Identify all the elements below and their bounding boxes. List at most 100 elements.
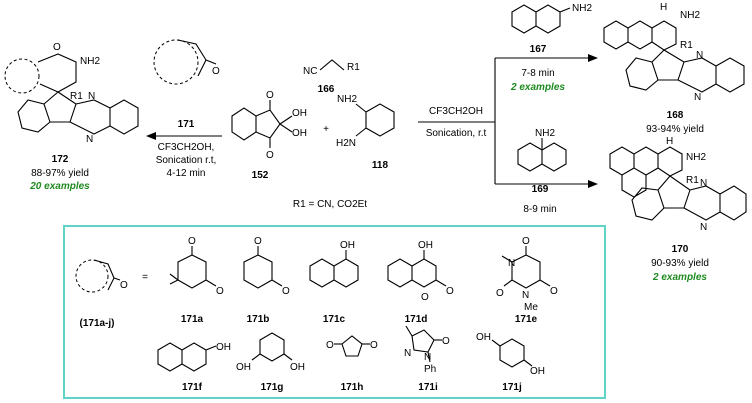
structure-171e-me: Me	[524, 302, 538, 313]
ninhydrin-o-top: O	[266, 90, 274, 101]
right-branched-arrow	[418, 54, 598, 188]
structure-171f: OH	[157, 342, 231, 372]
compound-167-id: 167	[530, 44, 547, 55]
legend-equals: =	[142, 272, 148, 283]
product-172-structure: O NH2 R1 N N	[4, 42, 139, 145]
n-label-bottom: N	[86, 134, 93, 145]
structure-171b-o2: O	[282, 286, 290, 297]
left-solvent: CF3CH2OH,	[158, 142, 215, 153]
product-168-n-bottom: N	[694, 92, 701, 103]
product-170-n-bottom: N	[700, 222, 707, 233]
product-170-nh: H	[666, 136, 673, 147]
legend-label-171e: 171e	[515, 314, 538, 325]
product-168-nh: H	[660, 2, 667, 13]
structure-171a-o1: O	[188, 236, 196, 247]
structure-171h-o2: O	[370, 340, 378, 351]
amine-167-structure: NH2	[511, 3, 592, 34]
structure-171i-n2: N	[424, 352, 431, 363]
structure-171d-o-ring: O	[421, 292, 429, 303]
product-168-n-top: N	[696, 50, 703, 61]
structure-171i-o: O	[442, 336, 450, 347]
diamine-nh2-label: NH2	[337, 94, 357, 105]
reagent-171-structure: O	[153, 39, 220, 85]
reagent-171-oxygen: O	[212, 66, 220, 77]
structure-171a: O O	[169, 236, 224, 297]
structure-171i-ph: Ph	[424, 364, 436, 375]
structure-171e: O O O N N Me	[496, 236, 558, 313]
legend-box	[63, 225, 606, 399]
structure-171i-n1: N	[404, 348, 411, 359]
structure-171e-o2: O	[550, 286, 558, 297]
amine-169-structure: NH2	[517, 128, 567, 172]
structure-171e-n1: N	[508, 258, 515, 269]
n-label-top: N	[88, 91, 95, 102]
legend-label-171i: 171i	[418, 382, 438, 393]
nitrile-r1-label: R1	[347, 62, 360, 73]
compound-168-id: 168	[667, 110, 684, 121]
legend-label-171b: 171b	[247, 314, 270, 325]
ring-oxygen-label: O	[53, 42, 61, 53]
structure-171g-oh2: OH	[290, 362, 305, 373]
right-condition: Sonication, r.t	[426, 128, 487, 139]
structure-171f-oh: OH	[216, 342, 231, 353]
compound-172-yield: 88-97% yield	[31, 168, 89, 179]
structure-171b-o1: O	[254, 236, 262, 247]
generic-ring	[4, 58, 40, 94]
compound-168-yield: 93-94% yield	[646, 124, 704, 135]
ninhydrin-oh-1: OH	[292, 108, 307, 119]
structure-171e-o3: O	[496, 288, 504, 299]
structure-171a-o2: O	[216, 286, 224, 297]
structure-171j-oh1: OH	[476, 332, 491, 343]
compound-172-examples: 20 examples	[29, 181, 90, 192]
legend-label-171d: 171d	[405, 314, 428, 325]
structure-171h-o1: O	[326, 340, 334, 351]
structure-171c-oh: OH	[340, 240, 355, 251]
structure-171e-n2: N	[522, 290, 529, 301]
amine-169-nh2: NH2	[535, 128, 555, 139]
structure-171j-oh2: OH	[530, 366, 545, 377]
reagent-171-id-arrow: 171	[178, 119, 195, 130]
legend-label-171j: 171j	[502, 382, 522, 393]
product-170-nh2: NH2	[686, 152, 706, 163]
time-169: 8-9 min	[523, 204, 556, 215]
nitrile-nc-label: NC	[303, 66, 317, 77]
r1-definition: R1 = CN, CO2Et	[293, 199, 367, 210]
legend-label-171c: 171c	[323, 314, 346, 325]
legend-label-171h: 171h	[341, 382, 364, 393]
legend-generic-ring: O	[75, 259, 128, 293]
structure-171j: OH OH	[476, 332, 545, 377]
time-167: 7-8 min	[521, 68, 554, 79]
structure-171b: O O	[243, 236, 290, 297]
examples-167: 2 examples	[510, 82, 565, 93]
nitrile-166-structure: NC R1	[303, 59, 360, 77]
structure-171g: OH OH	[236, 332, 305, 373]
ninhydrin-152-structure: O O OH OH	[231, 90, 307, 161]
structure-171h: O O	[326, 335, 378, 357]
legend-generic-id: (171a-j)	[79, 318, 114, 329]
diamine-118-structure: NH2 H2N	[336, 94, 395, 149]
legend-label-171f: 171f	[182, 382, 203, 393]
amine-167-nh2: NH2	[572, 3, 592, 14]
product-168-structure: H NH2 R1 N N	[603, 2, 745, 103]
product-168-nh2: NH2	[680, 10, 700, 21]
left-reaction-arrow	[146, 132, 222, 140]
compound-118-id: 118	[372, 160, 389, 171]
left-condition-2: 4-12 min	[167, 168, 206, 179]
legend-label-171a: 171a	[181, 314, 204, 325]
product-170-structure: H NH2 R1 N N	[609, 136, 747, 233]
compound-152-id: 152	[252, 170, 269, 181]
structure-171e-o1: O	[522, 236, 530, 247]
legend-label-171g: 171g	[261, 382, 284, 393]
right-solvent: CF3CH2OH	[429, 106, 483, 117]
compound-166-id: 166	[318, 84, 335, 95]
ninhydrin-oh-2: OH	[292, 128, 307, 139]
compound-170-yield: 90-93% yield	[651, 258, 709, 269]
structure-171g-oh1: OH	[236, 362, 251, 373]
product-170-n-top: N	[700, 178, 707, 189]
legend-generic-oxygen: O	[120, 280, 128, 291]
structure-171i: O N N Ph	[404, 325, 450, 375]
structure-171d-oh: OH	[418, 240, 433, 251]
compound-169-id: 169	[532, 184, 549, 195]
compound-172-id: 172	[52, 154, 69, 165]
